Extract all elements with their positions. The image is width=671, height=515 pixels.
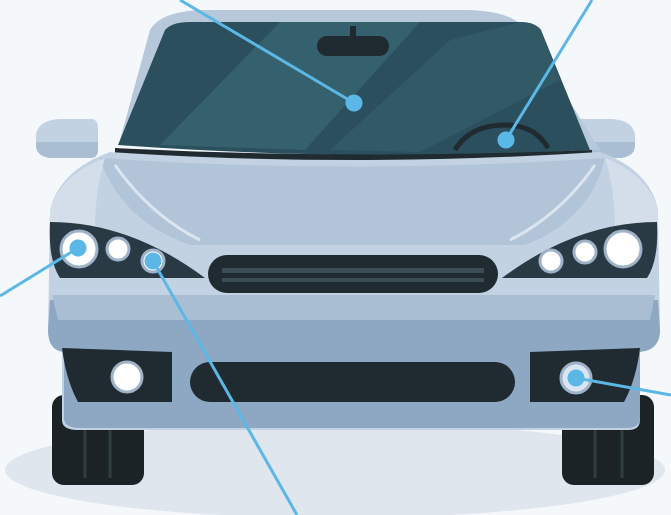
headlight-right-inner: [574, 241, 596, 263]
mirror-left: [36, 119, 98, 158]
hood: [100, 158, 605, 245]
fog-light-left: [112, 362, 142, 392]
lower-air-intake: [190, 362, 515, 402]
turn-signal-right: [540, 250, 562, 272]
headlight-left-inner: [107, 238, 129, 260]
headlight-right: [605, 231, 641, 267]
front-grille: [208, 255, 498, 293]
bumper-highlight: [52, 295, 655, 320]
